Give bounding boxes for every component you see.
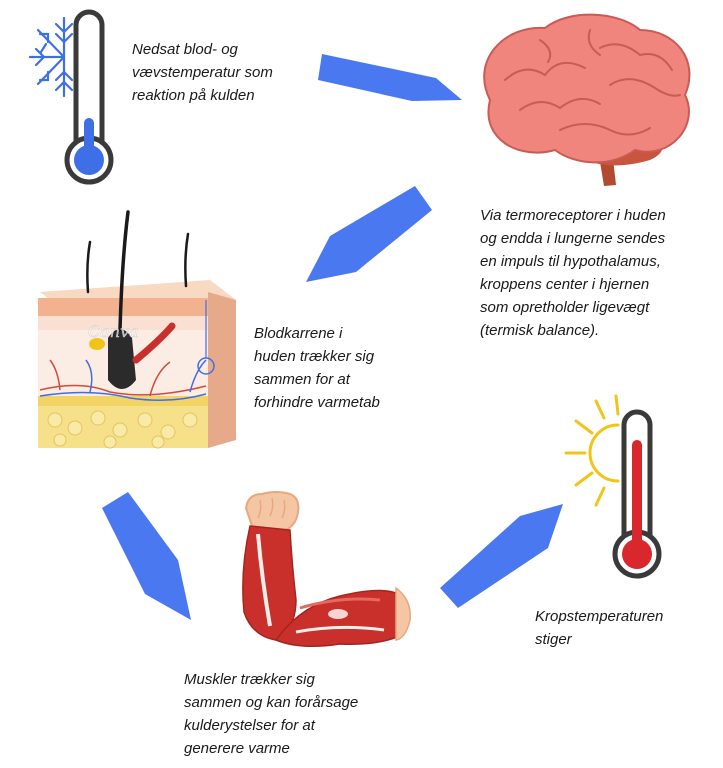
sun-icon [564, 394, 620, 507]
caption-cold-response: Nedsat blod- og vævstemperatur som reakt… [132, 41, 273, 104]
caption-vasoconstriction: Blodkarrene i huden trækker sig sammen f… [254, 325, 380, 411]
caption-temperature-rises: Kropstemperaturen stiger [535, 608, 664, 648]
cycle-arrows [102, 54, 563, 620]
brain-icon [483, 13, 691, 186]
caption-hypothalamus: Via termoreceptorer i huden og endda i l… [480, 207, 666, 339]
canva-watermark: Canva [88, 322, 139, 341]
snowflake-icon [28, 16, 74, 98]
arrow-brain-to-skin [306, 186, 432, 282]
arrow-muscle-to-hot [440, 504, 563, 608]
caption-shivering: Muskler trækker sig sammen og kan forårs… [184, 671, 359, 757]
flexed-arm-muscle-icon [242, 491, 411, 647]
cold-thermometer-icon [64, 9, 114, 185]
arrow-skin-to-muscle [102, 492, 191, 620]
hot-thermometer-icon [612, 409, 662, 579]
arrow-cold-to-brain [318, 54, 462, 101]
skin-cross-section-icon [38, 210, 236, 449]
